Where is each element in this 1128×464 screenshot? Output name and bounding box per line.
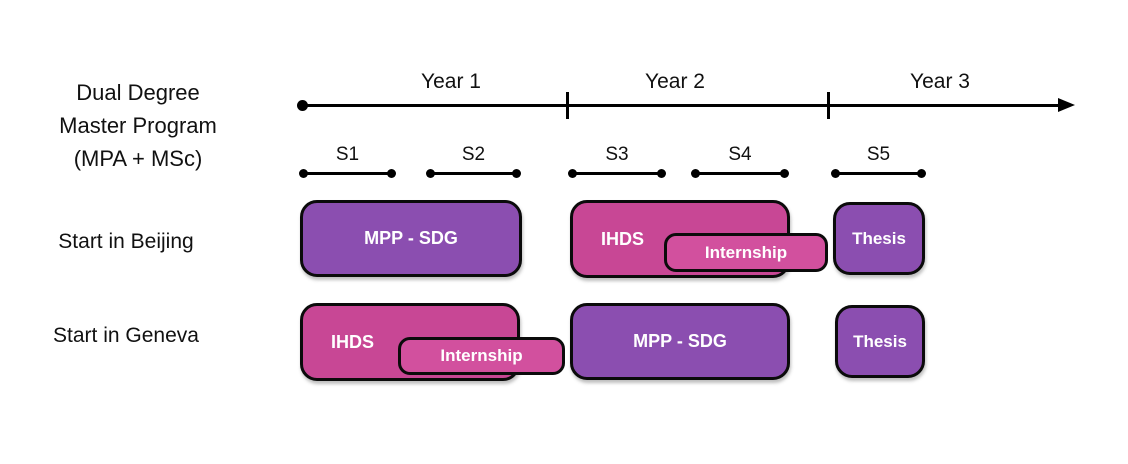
- semester-s2-dot-left: [426, 169, 435, 178]
- geneva-internship-label: Internship: [440, 346, 523, 365]
- semester-s4: S4: [691, 144, 789, 178]
- timeline-tick-year2-end: [827, 92, 830, 119]
- geneva-internship-box: Internship: [398, 337, 565, 375]
- semester-s1-line: [303, 172, 392, 175]
- geneva-mpp-sdg-box: MPP - SDG: [570, 303, 790, 380]
- beijing-internship-box: Internship: [664, 233, 828, 272]
- beijing-ihds-label: IHDS: [601, 228, 645, 249]
- semester-s3-dot-left: [568, 169, 577, 178]
- program-title-line-1: Dual Degree: [76, 80, 200, 105]
- program-title-line-3: (MPA + MSc): [73, 146, 203, 171]
- semester-s2-label: S2: [461, 144, 486, 165]
- timeline-arrowhead-icon: [1058, 98, 1075, 112]
- semester-s5-dot-left: [831, 169, 840, 178]
- semester-s3-label: S3: [605, 144, 629, 165]
- semester-s1: S1: [299, 144, 396, 178]
- timeline-start-dot: [297, 100, 308, 111]
- geneva-thesis-box: Thesis: [835, 305, 925, 378]
- beijing-thesis-box: Thesis: [833, 202, 925, 275]
- semester-s5-label: S5: [866, 144, 891, 165]
- semester-s3-line: [572, 172, 662, 175]
- program-title: Dual Degree Master Program (MPA + MSc): [20, 76, 256, 175]
- semester-s4-label: S4: [728, 144, 752, 165]
- year-2-label: Year 2: [645, 70, 705, 93]
- year-3-label: Year 3: [910, 70, 970, 93]
- semester-s5-dot-right: [917, 169, 926, 178]
- row-label-start-in-geneva: Start in Geneva: [53, 324, 199, 347]
- semester-s3-dot-right: [657, 169, 666, 178]
- semester-s4-line: [695, 172, 785, 175]
- semester-s3: S3: [568, 144, 666, 178]
- semester-s2-line: [430, 172, 517, 175]
- semester-s1-label: S1: [335, 144, 360, 165]
- semester-s2: S2: [426, 144, 521, 178]
- semester-s5-line: [835, 172, 922, 175]
- semester-s2-dot-right: [512, 169, 521, 178]
- semester-s1-dot-left: [299, 169, 308, 178]
- beijing-mpp-sdg-label: MPP - SDG: [364, 228, 458, 248]
- timeline-axis-line: [302, 104, 1064, 107]
- geneva-ihds-label: IHDS: [331, 331, 375, 352]
- beijing-thesis-label: Thesis: [852, 228, 906, 248]
- beijing-mpp-sdg-box: MPP - SDG: [300, 200, 522, 277]
- beijing-internship-label: Internship: [704, 242, 788, 262]
- geneva-thesis-label: Thesis: [853, 331, 907, 351]
- geneva-mpp-sdg-label: MPP - SDG: [633, 331, 727, 351]
- semester-s1-dot-right: [387, 169, 396, 178]
- row-label-start-in-beijing: Start in Beijing: [58, 230, 194, 253]
- program-title-line-2: Master Program: [59, 113, 217, 138]
- timeline-tick-year1-end: [566, 92, 569, 119]
- semester-s4-dot-left: [691, 169, 700, 178]
- semester-s5: S5: [831, 144, 926, 178]
- year-1-label: Year 1: [421, 70, 481, 93]
- semester-s4-dot-right: [780, 169, 789, 178]
